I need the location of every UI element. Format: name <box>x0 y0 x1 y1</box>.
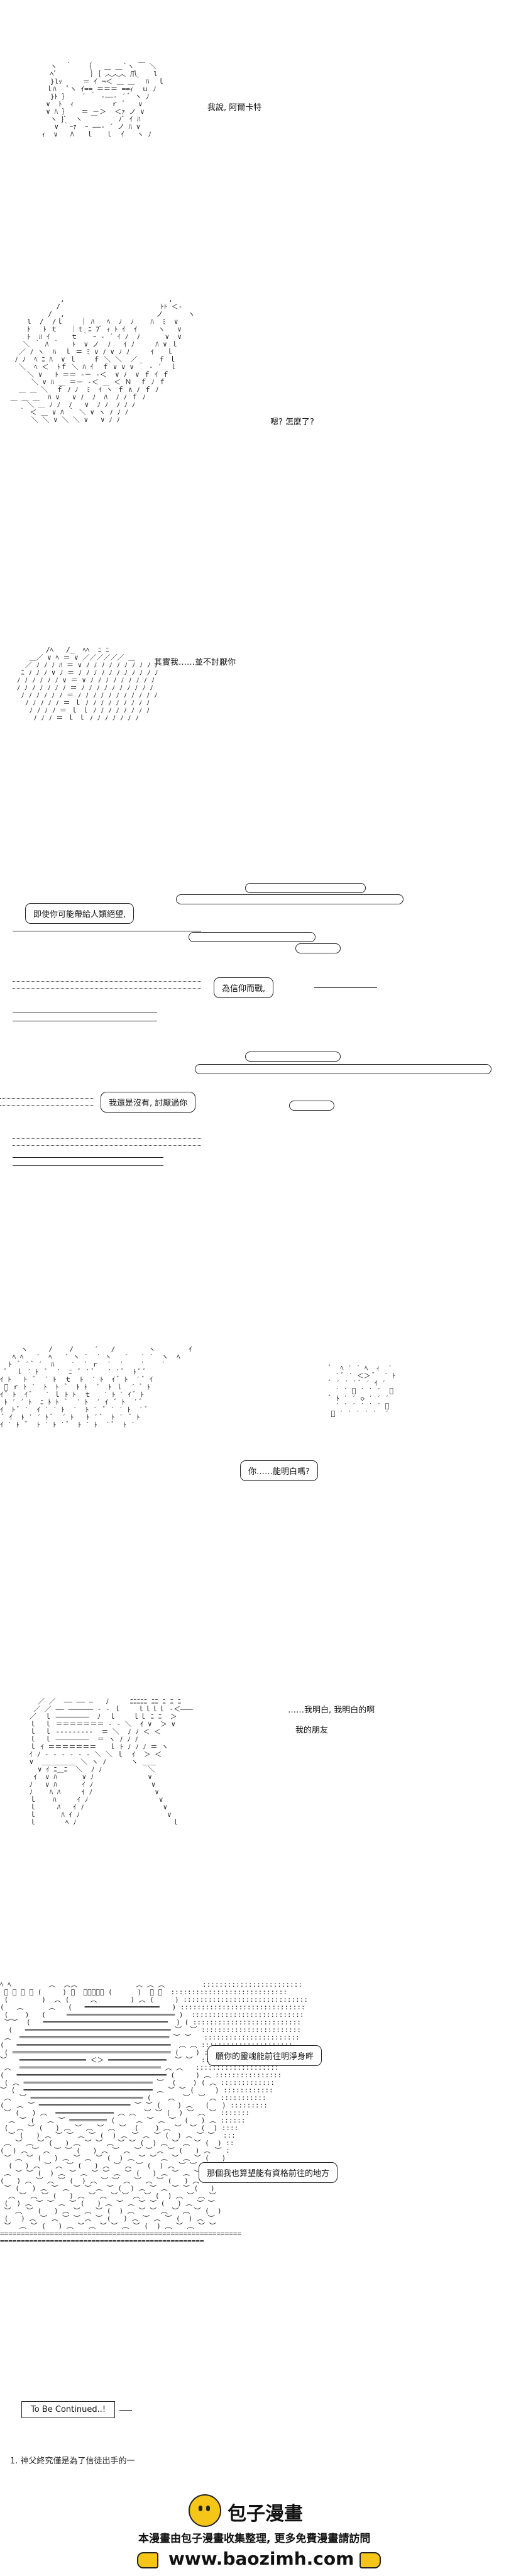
panel-3: /ﾍ /_ ﾍﾍ ﾆ ﾆ ＿／ ∨ ﾍ ＝ ∨ ／／／／／／ ＿ ／ ﾉ ﾉ ﾉ… <box>0 641 516 767</box>
speech-decoration <box>176 894 403 904</box>
ending-banner: To Be Continued..! <box>0 2396 516 2434</box>
panel-6: ／ ／ ―― ―― ― ﾉ ﾆﾆﾆﾆﾆ ﾆﾆ ﾆ ﾆ ﾆ ／ ／ ―― ――――… <box>0 1698 516 1899</box>
brand-notice: 本漫畫由包子漫畫收集整理, 更多免費漫畫請訪問 <box>138 2533 371 2545</box>
dialogue-line: 其實我……並不討厭你 <box>154 658 236 667</box>
branding-footer: 包子漫畫 本漫畫由包子漫畫收集整理, 更多免費漫畫請訪問 www.baozimh… <box>0 2490 516 2576</box>
speech-decoration <box>245 1052 341 1062</box>
ascii-art-figure-3: /ﾍ /_ ﾍﾍ ﾆ ﾆ ＿／ ∨ ﾍ ＝ ∨ ／／／／／／ ＿ ／ ﾉ ﾉ ﾉ… <box>16 646 158 722</box>
pointing-hand-icon <box>137 2552 158 2568</box>
speech-bubble: 你……能明白嗎? <box>240 1460 318 1481</box>
footnote: 1. 神父終究僅是為了信徒出手的一 <box>10 2457 135 2466</box>
speech-decoration <box>195 1064 491 1074</box>
arrow-line <box>119 2410 132 2411</box>
speech-decoration <box>289 1101 334 1111</box>
speech-decoration <box>13 1138 201 1146</box>
bun-mascot-icon <box>189 2494 221 2527</box>
panel-2: , , / ﾄﾄ ＜‐ / , ノ ヽ l / /ｌ ｜ ﾊ ﾍ ﾉ ﾉ ﾊ ﾐ… <box>0 289 516 528</box>
panel-4: 即使你可能帶給人類絕望, 為信仰而戰, 我還是沒有, 討厭過你 <box>0 880 516 1208</box>
speech-bubble: 即使你可能帶給人類絕望, <box>25 903 134 924</box>
speech-decoration <box>13 1157 163 1166</box>
speech-bubble: 為信仰而戰, <box>214 977 274 998</box>
speech-decoration <box>189 932 316 942</box>
speech-decoration <box>295 943 341 953</box>
dialogue-line: 我的朋友 <box>295 1726 329 1735</box>
to-be-continued-label: To Be Continued..! <box>21 2401 116 2418</box>
panel-5: ヽ / / ′ / ヽ ｲ ﾍ ﾍ ′ ﾍ ′ ヽ ′ ′ ヽ ′ ′ ′ ヽ … <box>0 1340 516 1591</box>
brand-url-link[interactable]: www.baozimh.com <box>168 2548 354 2569</box>
dialogue-line: 嗯? 怎麼了? <box>270 418 314 427</box>
speech-bubble: 我還是沒有, 討厭過你 <box>101 1092 196 1113</box>
brand-title: 包子漫畫 <box>228 2503 303 2525</box>
panel-1: ヽ ｀ ｛ ＿ ＿ ﾞヽ ￣ ＼ ﾍﾞ ｝｛ ︿︿︿ 爪 l }lｯ ＝ ｲ ¬… <box>0 57 516 195</box>
ascii-art-figures-6: ／ ／ ―― ―― ― ﾉ ﾆﾆﾆﾆﾆ ﾆﾆ ﾆ ﾆ ﾆ ／ ／ ―― ――――… <box>29 1697 193 1826</box>
ascii-art-clouds: ﾍ ﾍ ︵ ︵︵ ︵ ︵ ︵ :::::::::::::::::::::::: … <box>0 1980 308 2245</box>
ascii-art-rain-1: ヽ / / ′ / ヽ ｲ ﾍ ﾍ ′ ﾍ ′ ヽ ′ ′ ヽ ′ ′ ′ ヽ … <box>0 1345 192 1429</box>
ascii-art-figure-1: ヽ ｀ ｛ ＿ ＿ ﾞヽ ￣ ＼ ﾍﾞ ｝｛ ︿︿︿ 爪 l }lｯ ＝ ｲ ¬… <box>41 62 165 138</box>
speech-decoration <box>13 981 201 989</box>
speech-bubble: 那個我也算望能有資格前往的地方 <box>199 2162 338 2183</box>
speech-decoration <box>245 883 366 893</box>
ascii-art-figure-2: , , / ﾄﾄ ＜‐ / , ノ ヽ l / /ｌ ｜ ﾊ ﾍ ﾉ ﾉ ﾊ ﾐ… <box>10 295 195 424</box>
dialogue-line: ……我明白, 我明白的啊 <box>288 1706 375 1715</box>
speech-decoration <box>314 987 377 988</box>
speech-decoration <box>0 1098 94 1106</box>
pointing-hand-icon <box>360 2552 381 2568</box>
ascii-art-rain-2: ﾞ ﾍ ′ ′ ﾍ ｨ ′ ′ ﾞ ′ ＜＞ ﾞ ′ ﾄ ﾞ ′ ′ ′ ﾞ ′… <box>327 1364 396 1418</box>
speech-decoration <box>13 1013 157 1021</box>
panel-7: ﾍ ﾍ ︵ ︵︵ ︵ ︵ ︵ :::::::::::::::::::::::: … <box>0 1981 516 2384</box>
dialogue-line: 我說, 阿爾卡特 <box>207 103 262 113</box>
speech-bubble: 願你的靈魂能前往明淨身畔 <box>207 2045 322 2066</box>
